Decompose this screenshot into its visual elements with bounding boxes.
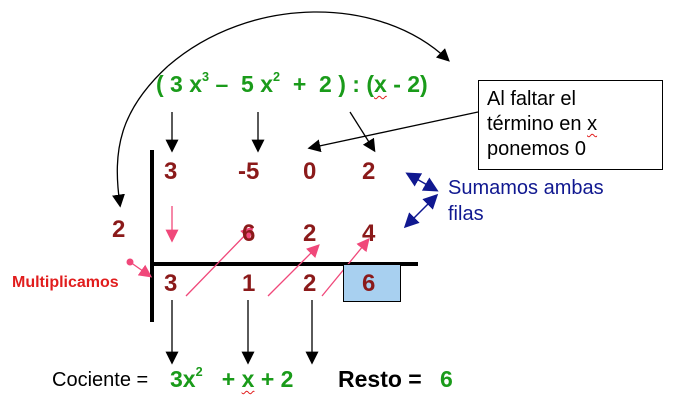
rest-value: 6 — [440, 366, 453, 392]
divisor-x: x — [374, 71, 387, 97]
poly-exp2: 2 — [273, 70, 281, 84]
note-line2: término en x — [487, 113, 598, 135]
row2-value-2: 2 — [303, 220, 317, 247]
quotient-label: Cociente = — [52, 369, 149, 391]
row1-coef-1: 3 — [164, 158, 178, 185]
quotient-expression: 3x2 + x + 2 — [170, 365, 294, 392]
sum-label-2: filas — [448, 203, 484, 225]
poly-minus: – — [215, 71, 229, 97]
multiply-label: Multiplicamos — [12, 274, 119, 291]
arc-arrow-top — [167, 11, 450, 67]
note-line3: ponemos 0 — [487, 138, 586, 160]
quot-term1-exp: 2 — [195, 365, 203, 379]
sum-arrow-top — [405, 172, 439, 192]
poly-close: ) : ( — [338, 71, 374, 97]
sum-arrow-bottom — [403, 193, 439, 229]
poly-term2: 5 x — [241, 71, 274, 97]
arc-arrow-left — [112, 65, 169, 208]
multiply-pointer — [129, 261, 153, 278]
rest-label: Resto = — [338, 366, 422, 392]
row1-coef-3: 0 — [303, 158, 317, 185]
poly-const: 2 — [319, 71, 332, 97]
quot-term3: + 2 — [260, 366, 294, 392]
poly-exp3: 3 — [202, 70, 210, 84]
quot-sign: + — [221, 366, 236, 392]
remainder-value: 6 — [362, 270, 376, 297]
row2-value-3: 4 — [362, 220, 376, 247]
divisor-value: 2 — [112, 216, 126, 243]
diag-arrow-4 — [349, 111, 376, 153]
row2-value-1: 6 — [242, 220, 256, 247]
remainder-box — [343, 264, 401, 302]
pink-diag-2 — [267, 244, 320, 297]
poly-plus: + — [292, 71, 307, 97]
division-expression: ( 3 x3 – 5 x2 + 2 ) : (x - 2) — [156, 70, 428, 97]
note-box: Al faltar el término en x ponemos 0 — [478, 80, 663, 170]
pink-diag-1 — [185, 226, 254, 297]
sum-label: Sumamos ambas — [448, 177, 604, 199]
row3-value-1: 3 — [164, 270, 178, 297]
row3-value-3: 2 — [303, 270, 317, 297]
quot-term1: 3x — [170, 366, 196, 392]
poly-open: ( 3 x — [156, 71, 203, 97]
row1-coef-4: 2 — [362, 158, 376, 185]
note-line1: Al faltar el — [487, 88, 576, 110]
note-pointer — [307, 111, 479, 153]
row1-coef-2: -5 — [238, 158, 260, 185]
divisor-rest: - 2) — [393, 71, 428, 97]
quot-term2: x — [241, 366, 255, 392]
row3-value-2: 1 — [242, 270, 256, 297]
